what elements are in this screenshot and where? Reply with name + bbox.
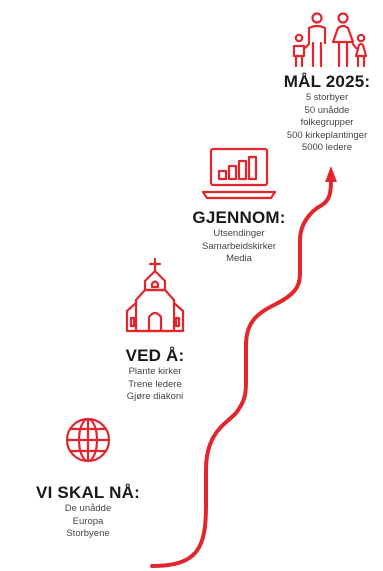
- globe-icon: [65, 417, 111, 463]
- reach-line-2: Europa: [72, 515, 104, 527]
- by-line-2: Trene ledere: [128, 378, 182, 390]
- through-line-3: Media: [226, 253, 252, 264]
- through-heading: GJENNOM:: [192, 208, 286, 227]
- by-block: VED Å: Plante kirker Trene ledere Gjøre …: [107, 346, 203, 404]
- goal-heading: MÅL 2025:: [283, 72, 371, 91]
- through-line-2: Samarbeidskirker: [202, 240, 276, 252]
- goal-line-4: 500 kirkeplantinger: [286, 129, 368, 141]
- arrow-head-icon: [325, 166, 337, 182]
- goal-line-1: 5 storbyer: [305, 92, 349, 103]
- goal-line-2: 50 unådde: [304, 104, 350, 116]
- by-line-3: Gjøre diakoni: [126, 391, 184, 402]
- by-heading: VED Å:: [125, 346, 185, 365]
- reach-heading: VI SKAL NÅ:: [36, 483, 140, 502]
- laptop-chart-icon: [201, 147, 277, 200]
- goal-block: MÅL 2025: 5 storbyer 50 unådde folkegrup…: [275, 72, 379, 155]
- goal-line-3: folkegrupper: [300, 117, 354, 128]
- church-icon: [125, 257, 185, 333]
- family-icon: [292, 12, 368, 68]
- reach-line-1: De unådde: [64, 503, 112, 514]
- goal-line-5: 5000 ledere: [301, 142, 353, 153]
- reach-line-3: Storbyene: [66, 528, 110, 539]
- through-block: GJENNOM: Utsendinger Samarbeidskirker Me…: [183, 208, 295, 266]
- by-line-1: Plante kirker: [128, 366, 182, 377]
- progress-path: [150, 178, 333, 568]
- reach-block: VI SKAL NÅ: De unådde Europa Storbyene: [26, 483, 150, 541]
- through-line-1: Utsendinger: [213, 228, 265, 239]
